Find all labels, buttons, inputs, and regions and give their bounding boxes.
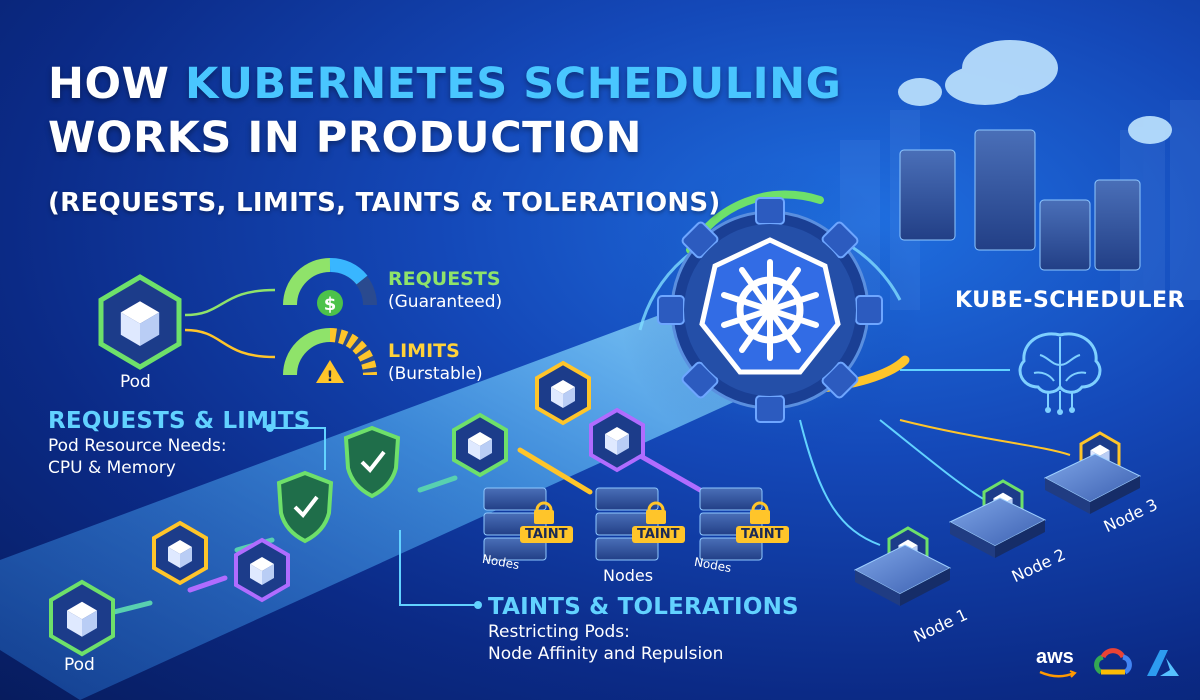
requests-limits-line2: CPU & Memory	[48, 458, 176, 478]
requests-label: REQUESTS	[388, 268, 501, 290]
connector-limits	[184, 328, 276, 359]
line-node3	[899, 419, 1071, 456]
taints-line1: Restricting Pods:	[488, 622, 630, 642]
taints-line2: Node Affinity and Repulsion	[488, 644, 724, 664]
svg-text:$: $	[324, 294, 337, 315]
line-node2	[879, 419, 986, 501]
callout-taints	[399, 530, 478, 606]
taints-heading: TAINTS & TOLERATIONS	[488, 594, 799, 620]
requests-gauge: $	[283, 258, 377, 316]
kube-scheduler-label: KUBE-SCHEDULER	[955, 288, 1185, 313]
pod-label-top: Pod	[120, 372, 151, 392]
aws-logo: aws	[1036, 646, 1074, 668]
limits-sublabel: (Burstable)	[388, 364, 483, 384]
title-prefix: HOW	[48, 59, 185, 109]
google-cloud-icon	[1094, 648, 1132, 675]
taint-badge: TAINT	[632, 526, 685, 543]
aws-smile-icon	[1039, 670, 1077, 678]
line-node1	[799, 419, 881, 546]
svg-text:!: !	[327, 369, 333, 385]
limits-gauge: !	[283, 328, 377, 385]
page-title-line2: WORKS IN PRODUCTION	[48, 113, 643, 163]
taint-badge: TAINT	[520, 526, 573, 543]
limits-label: LIMITS	[388, 340, 460, 362]
requests-sublabel: (Guaranteed)	[388, 292, 503, 312]
title-accent: KUBERNETES SCHEDULING	[184, 59, 842, 109]
kubernetes-helm-icon	[699, 237, 841, 375]
requests-limits-heading: REQUESTS & LIMITS	[48, 408, 311, 434]
page-title: HOW KUBERNETES SCHEDULING	[48, 58, 841, 110]
pod-label-bottom: Pod	[64, 655, 95, 675]
cloud-icons	[898, 40, 1172, 144]
taint-badge: TAINT	[736, 526, 789, 543]
page-subtitle: (REQUESTS, LIMITS, TAINTS & TOLERATIONS)	[48, 188, 721, 218]
requests-limits-line1: Pod Resource Needs:	[48, 436, 227, 456]
brain-icon	[1018, 332, 1102, 415]
connector-requests	[184, 288, 276, 317]
azure-icon	[1147, 650, 1179, 676]
nodes-label-2: Nodes	[603, 566, 654, 585]
server-racks	[899, 129, 1141, 271]
callout-requests-limits	[270, 427, 326, 470]
